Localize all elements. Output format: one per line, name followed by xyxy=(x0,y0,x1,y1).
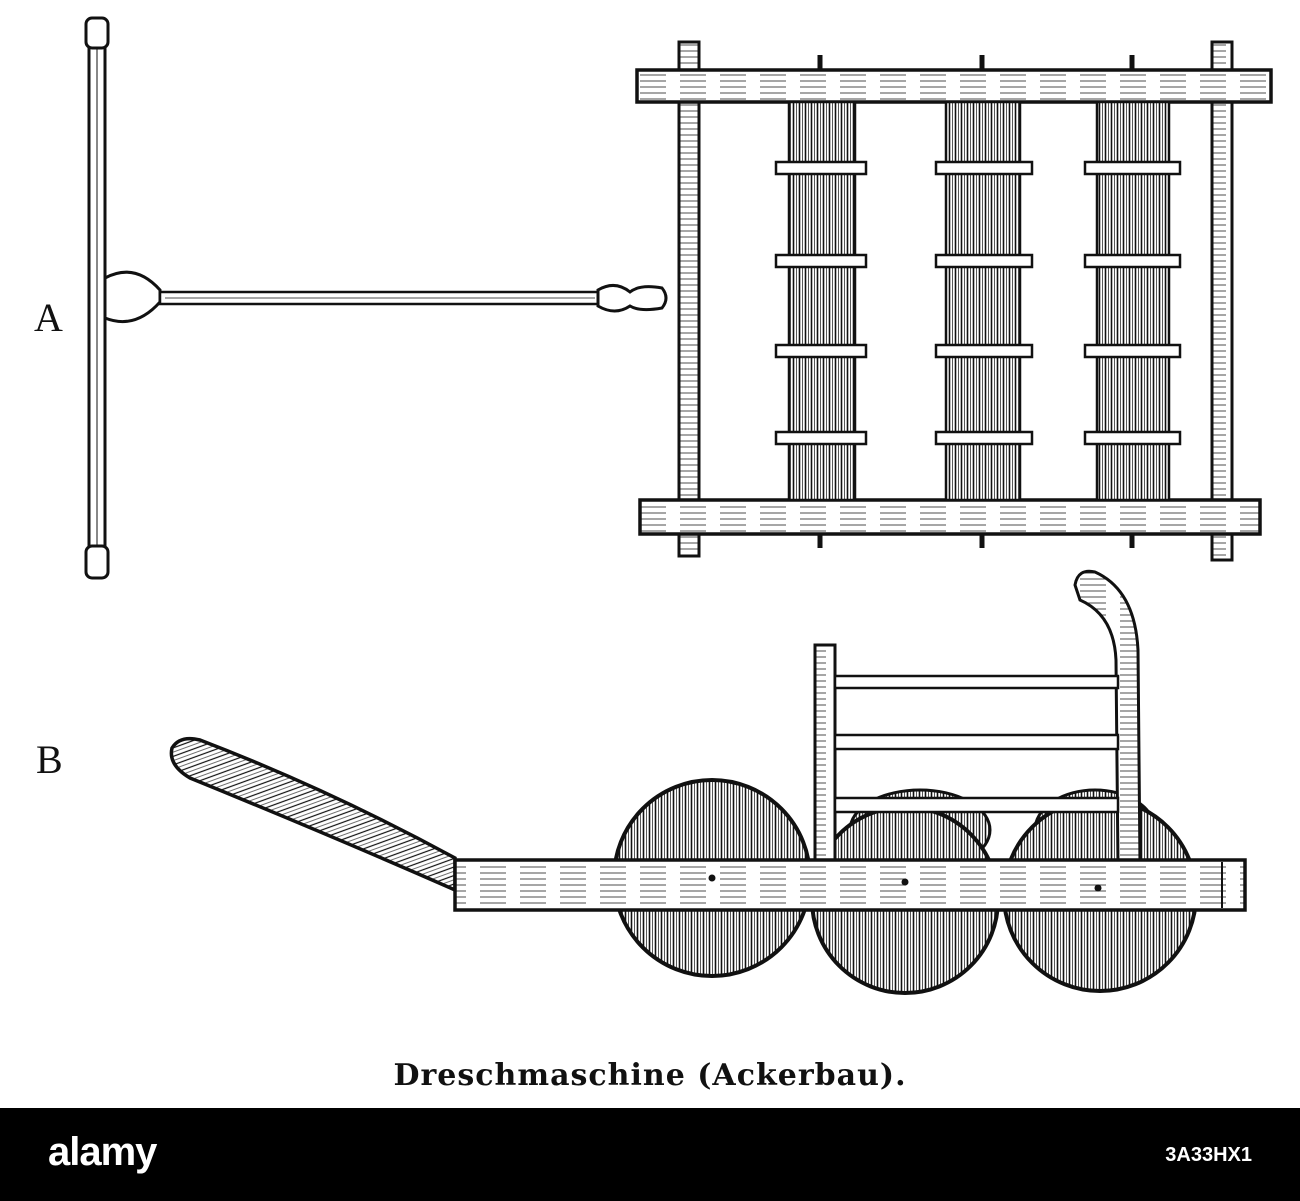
figure-a-top-view xyxy=(84,16,1273,580)
image-id: 3A33HX1 xyxy=(1165,1144,1252,1166)
upright-frame xyxy=(813,569,1142,867)
roller-2 xyxy=(934,55,1034,548)
sled-beam xyxy=(169,736,1247,912)
figure-b-side-view xyxy=(169,569,1247,995)
figure-label-a: A xyxy=(34,295,63,340)
roller-1 xyxy=(774,55,868,548)
frame xyxy=(635,40,1273,562)
threshing-machine-illustration xyxy=(84,16,1273,995)
figure-caption: Dreschmaschine (Ackerbau). xyxy=(393,1058,907,1093)
brand-logo: alamy xyxy=(48,1130,157,1174)
figure-label-b: B xyxy=(36,737,63,782)
chain-mount xyxy=(103,270,162,324)
draw-pole xyxy=(158,284,668,313)
watermark-footer: alamy 3A33HX1 xyxy=(0,1108,1300,1201)
roller-3 xyxy=(1083,55,1182,548)
